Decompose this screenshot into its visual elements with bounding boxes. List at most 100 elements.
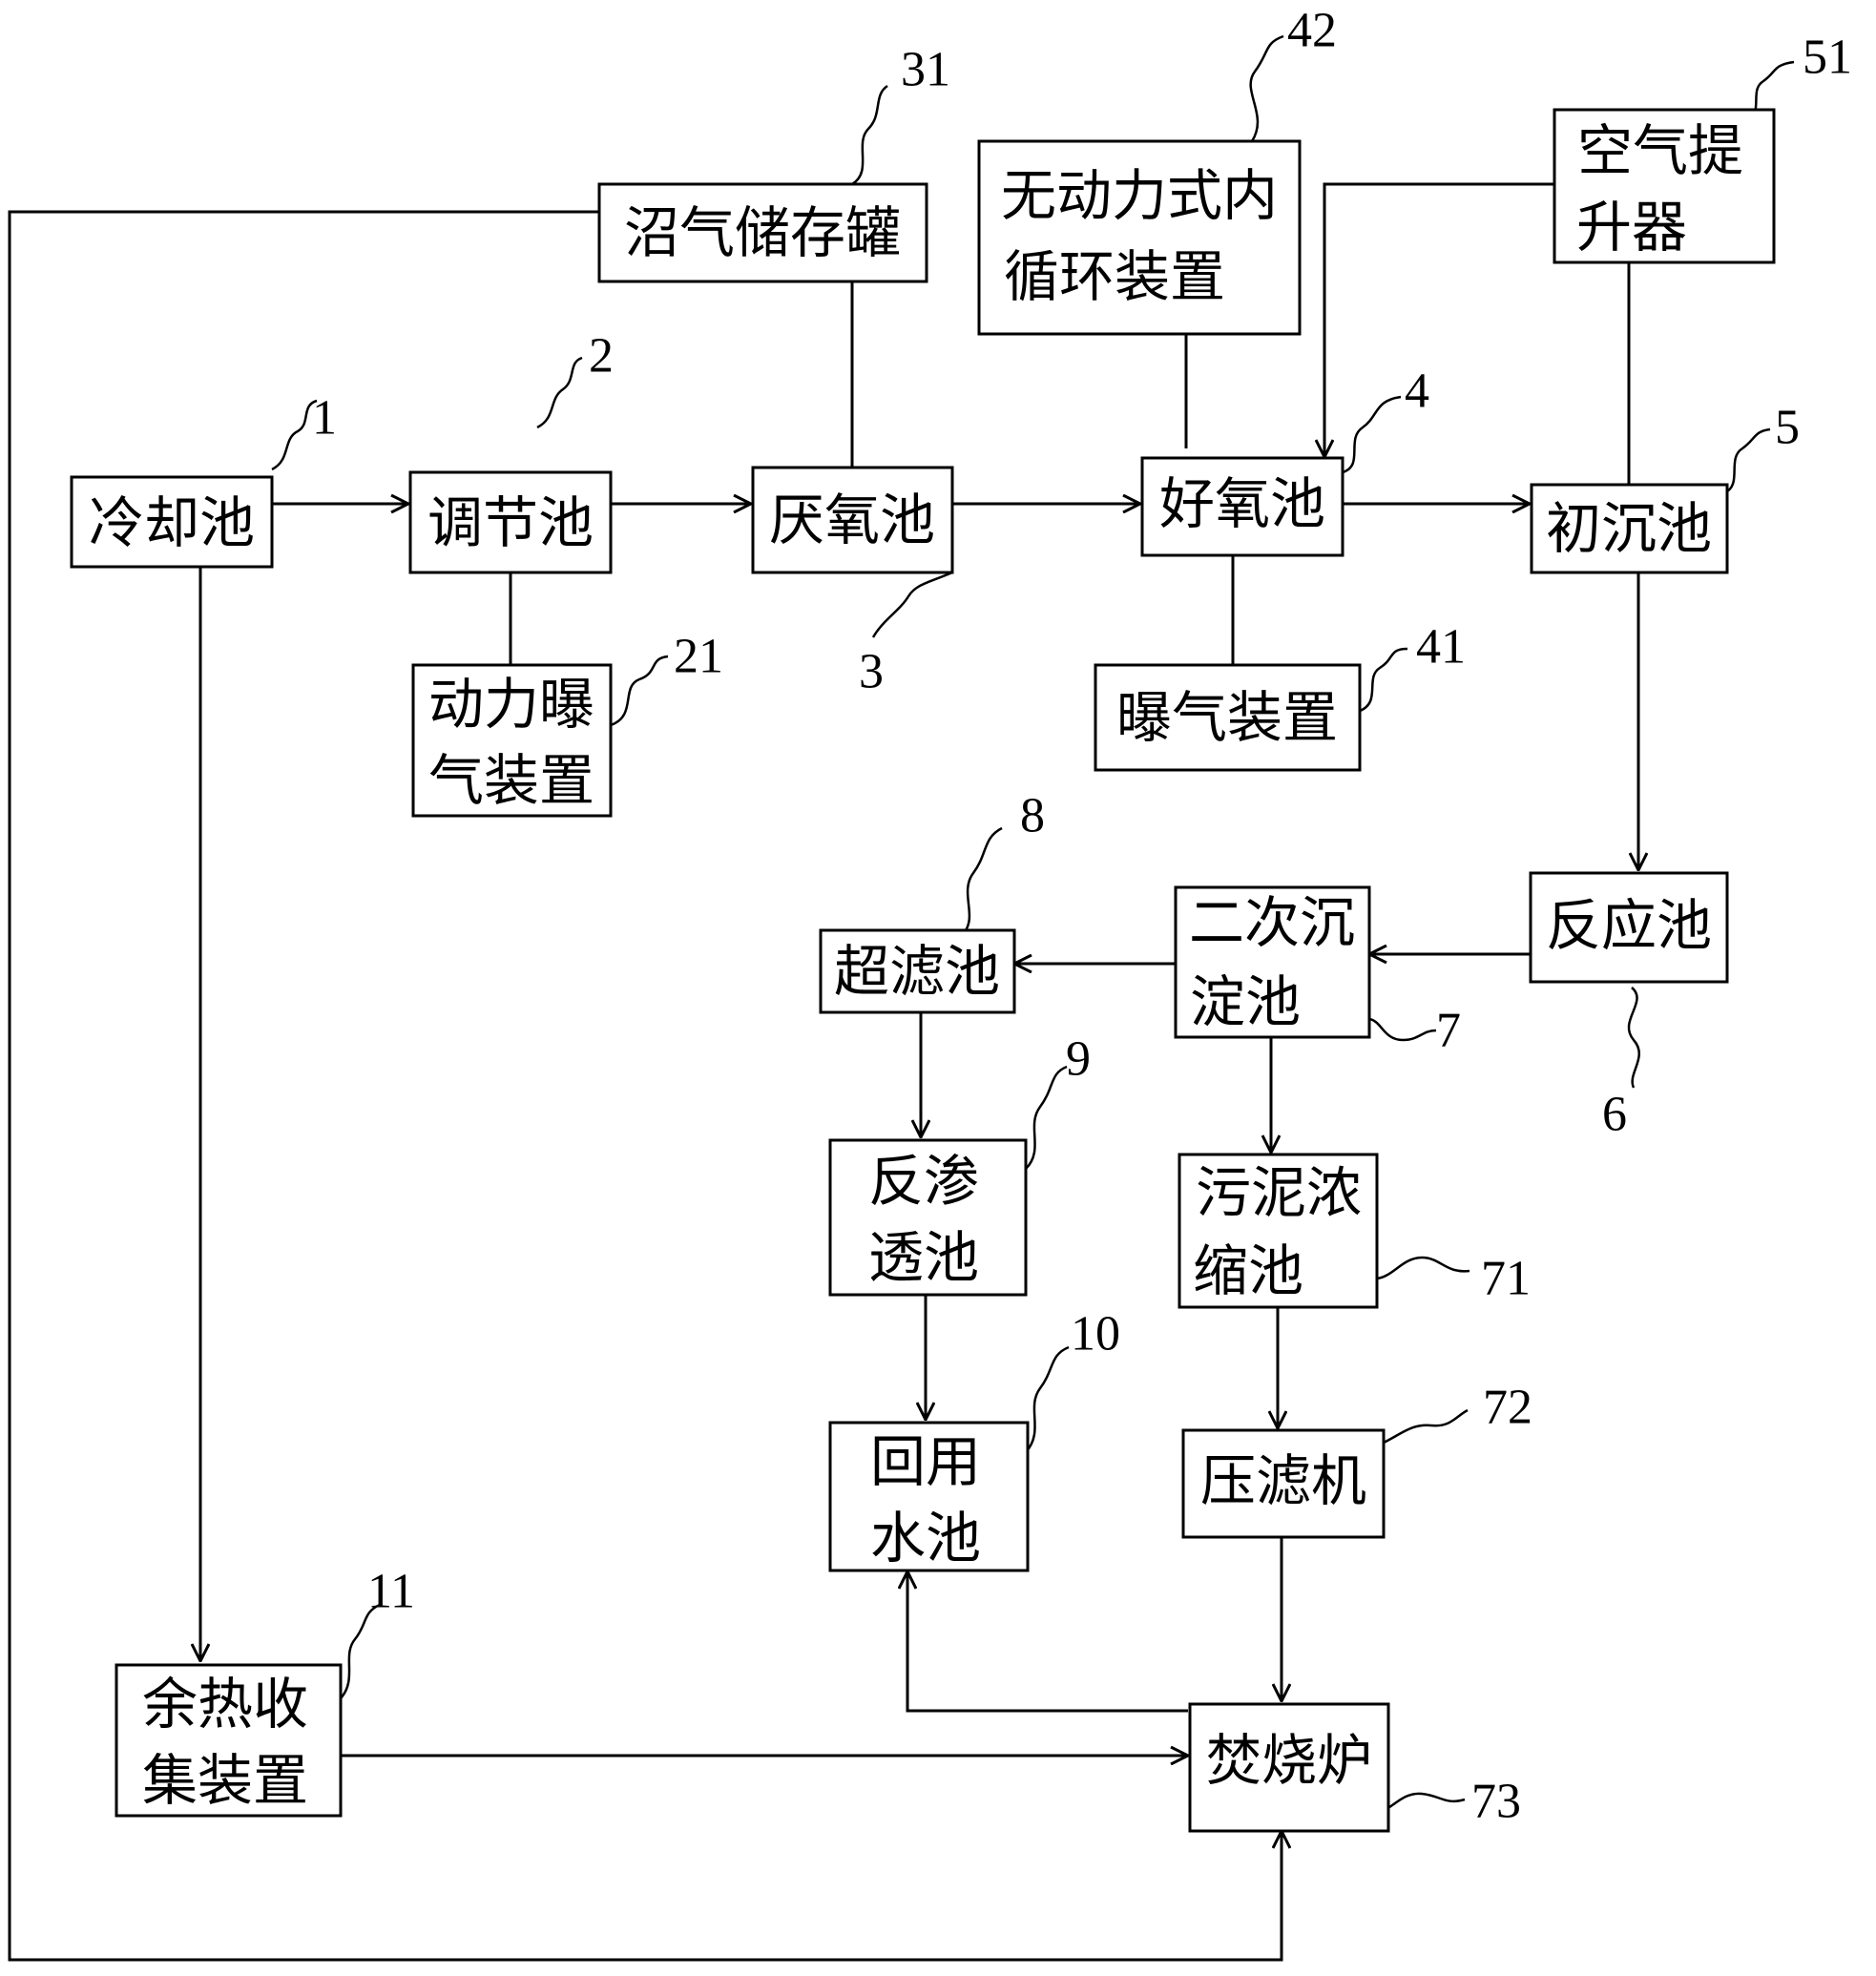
air-lifter-label-2: 升器	[1576, 195, 1687, 260]
node-anaerobic: 厌氧池	[751, 466, 954, 574]
node-aeration-power: 动力曝 气装置	[411, 663, 613, 818]
arrow-biogas-to-incinerator	[8, 210, 1282, 1962]
sludge-thickening-box	[1178, 1153, 1379, 1309]
node-regulating: 调节池	[408, 470, 613, 574]
power-aeration-label-2: 气装置	[428, 748, 594, 813]
biogas-tank-box	[597, 182, 928, 283]
ref-51: 51	[1803, 31, 1852, 85]
secondary-settling-label-1: 二次沉	[1189, 890, 1355, 955]
arrow-airlifter-to-aerobic	[1324, 182, 1554, 457]
waste-heat-label-1: 余热收	[142, 1672, 308, 1737]
aerobic-pool-box	[1140, 456, 1344, 557]
power-aeration-label-1: 动力曝	[428, 672, 594, 737]
reaction-pool-label-1: 反应池	[1546, 893, 1712, 958]
ref-9: 9	[1066, 1032, 1091, 1087]
arrow-incinerator-to-reuse	[907, 1571, 1188, 1713]
ref-21: 21	[674, 630, 723, 684]
anaerobic-pool-label-1: 厌氧池	[769, 488, 935, 552]
reaction-pool-box	[1529, 871, 1729, 984]
leader-72	[1383, 1408, 1469, 1445]
filter-press-box	[1181, 1428, 1386, 1539]
leader-71	[1376, 1256, 1470, 1280]
incinerator-label-1: 焚烧炉	[1206, 1728, 1372, 1793]
cooling-pool-label-1: 冷却池	[89, 490, 255, 555]
secondary-settling-box	[1174, 885, 1371, 1039]
node-ultrafiltration: 超滤池	[819, 928, 1016, 1014]
node-sludge-thickening: 污泥浓 缩池	[1178, 1153, 1379, 1309]
node-unpowered-circulation: 无动力式内 循环装置	[977, 139, 1302, 336]
aeration-device-box	[1094, 663, 1362, 772]
leader-7	[1368, 1017, 1437, 1042]
sludge-thickening-label-1: 污泥浓	[1196, 1160, 1362, 1225]
node-reaction: 反应池	[1529, 871, 1729, 984]
ref-72: 72	[1483, 1381, 1532, 1435]
primary-settling-box	[1530, 483, 1729, 574]
leaders	[271, 34, 1795, 1815]
ref-73: 73	[1471, 1775, 1521, 1829]
node-air-lifter: 空气提 升器	[1553, 108, 1776, 264]
ref-2: 2	[589, 329, 614, 384]
anaerobic-pool-box	[751, 466, 954, 574]
leader-8	[962, 826, 1003, 934]
node-aerobic: 好氧池	[1140, 456, 1344, 557]
ref-10: 10	[1071, 1307, 1120, 1362]
leader-6	[1627, 987, 1640, 1089]
node-cooling: 冷却池	[70, 475, 274, 569]
aerobic-pool-label-1: 好氧池	[1159, 471, 1325, 536]
ref-1: 1	[312, 391, 337, 446]
power-aeration-box	[411, 663, 613, 818]
circulation-device-box	[977, 139, 1302, 336]
reuse-water-label-1: 回用	[870, 1429, 981, 1494]
leader-10	[1025, 1345, 1070, 1453]
regulating-pool-box	[408, 470, 613, 574]
leader-1	[271, 399, 318, 471]
ref-11: 11	[367, 1565, 415, 1619]
node-reverse-osmosis: 反渗 透池	[828, 1138, 1028, 1297]
ref-6: 6	[1602, 1088, 1627, 1142]
leader-4	[1342, 395, 1402, 474]
primary-settling-label-1: 初沉池	[1546, 496, 1712, 561]
waste-heat-label-2: 集装置	[142, 1748, 308, 1813]
air-lifter-label-1: 空气提	[1577, 118, 1743, 183]
aeration-device-label-1: 曝气装置	[1116, 685, 1338, 750]
waste-heat-box	[115, 1663, 343, 1818]
air-lifter-box	[1553, 108, 1776, 264]
reverse-osmosis-box	[828, 1138, 1028, 1297]
connectors	[8, 182, 1638, 1962]
leader-42	[1249, 34, 1284, 142]
reverse-osmosis-label-1: 反渗	[868, 1149, 979, 1214]
ref-3: 3	[859, 645, 884, 699]
sludge-thickening-label-2: 缩池	[1193, 1238, 1303, 1303]
node-waste-heat: 余热收 集装置	[115, 1663, 343, 1818]
node-primary-settling: 初沉池	[1530, 483, 1729, 574]
filter-press-label-1: 压滤机	[1200, 1448, 1366, 1513]
node-incinerator: 焚烧炉	[1188, 1702, 1390, 1833]
leader-73	[1378, 1792, 1466, 1815]
ref-71: 71	[1481, 1252, 1531, 1306]
ultrafiltration-box	[819, 928, 1016, 1014]
ref-41: 41	[1416, 620, 1466, 675]
ref-42: 42	[1287, 4, 1337, 58]
leader-11	[340, 1603, 381, 1699]
leader-41	[1359, 647, 1408, 713]
ref-7: 7	[1436, 1004, 1461, 1058]
circulation-device-label-1: 无动力式内	[1001, 163, 1278, 228]
reuse-water-box	[828, 1421, 1030, 1572]
regulating-pool-label-1: 调节池	[427, 490, 594, 555]
leader-9	[1025, 1065, 1068, 1170]
ref-31: 31	[901, 43, 950, 97]
node-aeration-device: 曝气装置	[1094, 663, 1362, 772]
leader-31	[851, 84, 888, 186]
node-secondary-settling: 二次沉 淀池	[1174, 885, 1371, 1039]
cooling-pool-box	[70, 475, 274, 569]
ref-5: 5	[1775, 401, 1800, 455]
leader-21	[610, 655, 669, 727]
leader-5	[1726, 427, 1771, 493]
ref-4: 4	[1405, 364, 1429, 419]
incinerator-box	[1188, 1702, 1390, 1833]
node-biogas-tank: 沼气储存罐	[597, 182, 928, 283]
ultrafiltration-label-1: 超滤池	[834, 939, 1000, 1004]
biogas-tank-label-1: 沼气储存罐	[624, 200, 901, 265]
